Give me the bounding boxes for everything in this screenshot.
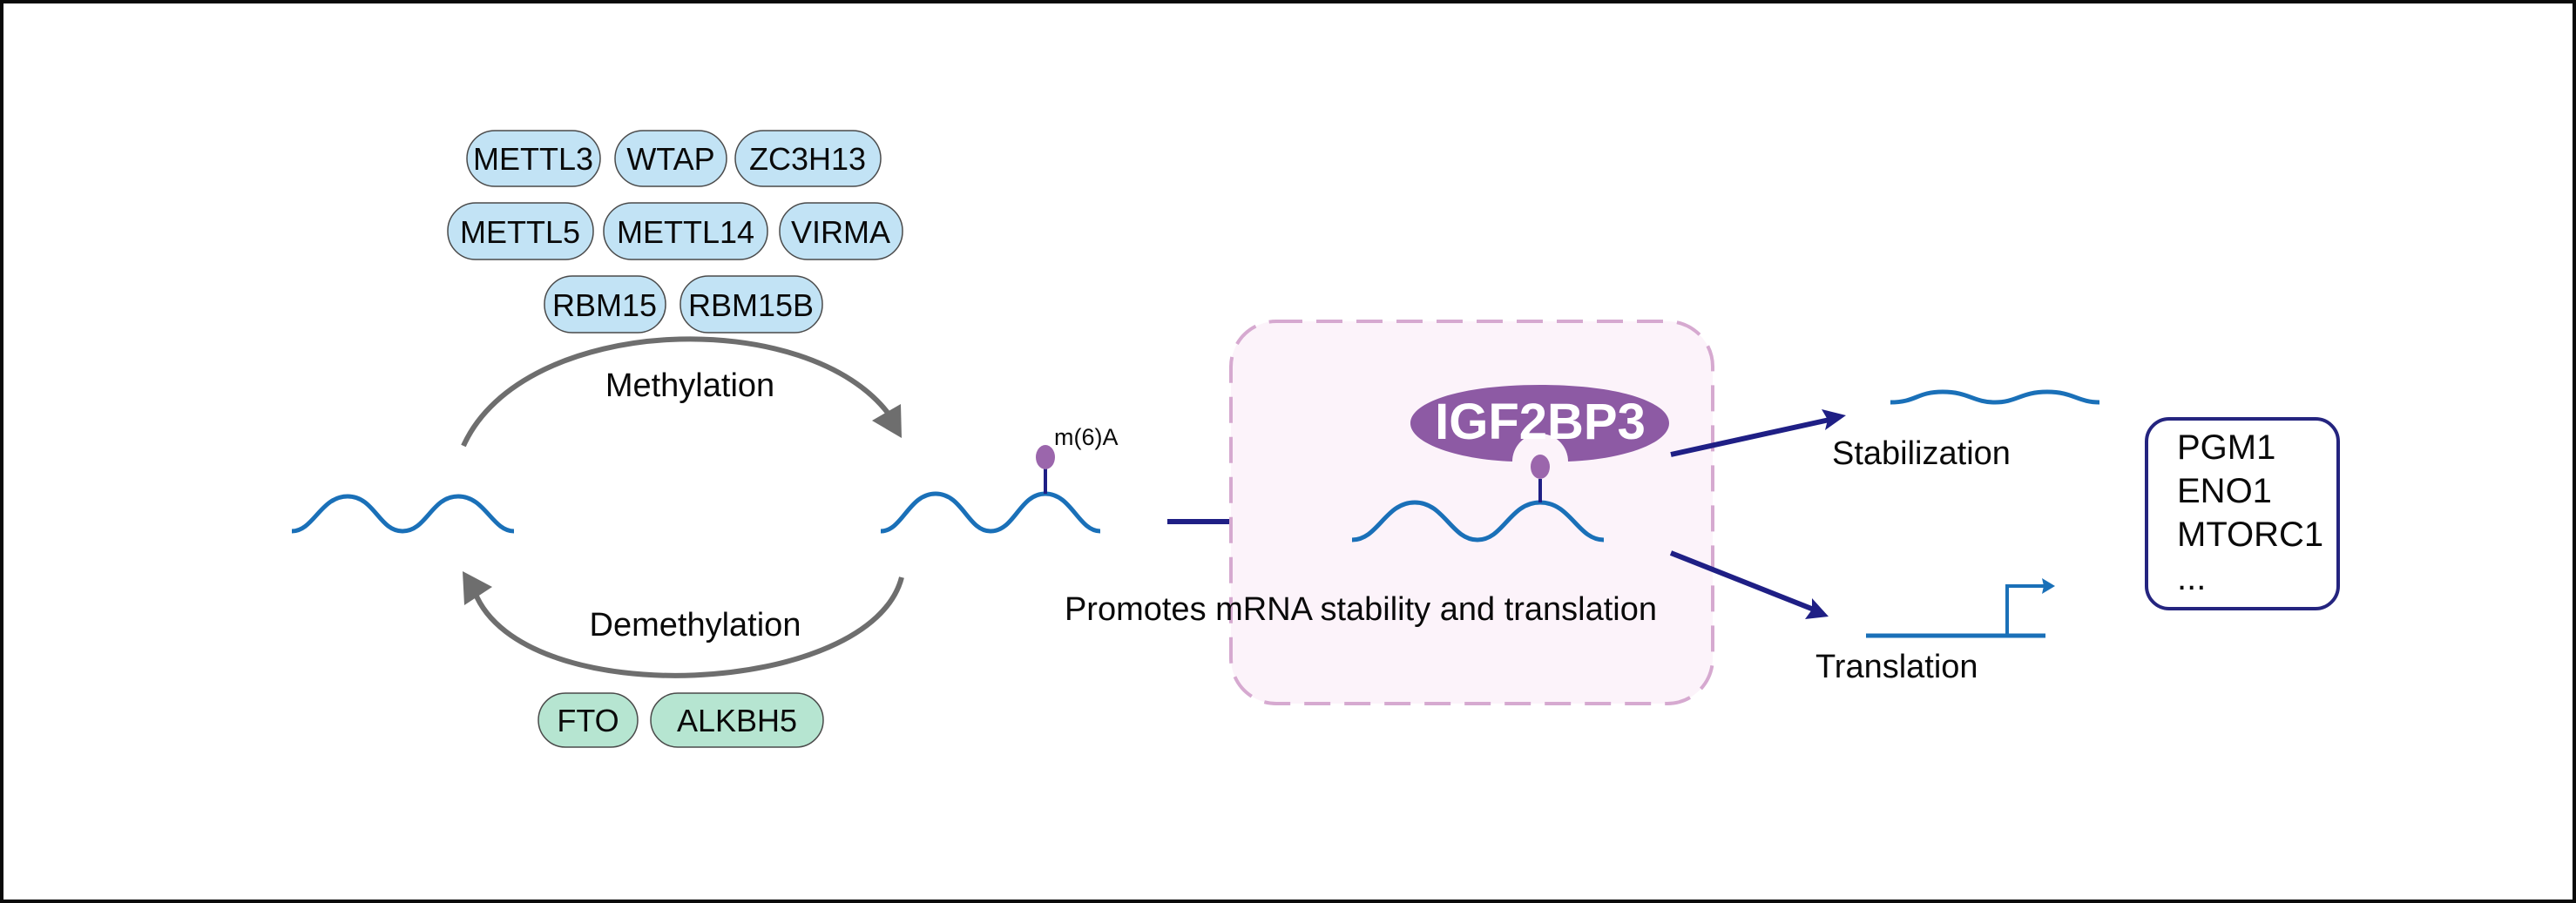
eraser-label: FTO [557, 703, 619, 738]
target-gene: ENO1 [2177, 472, 2272, 510]
target-genes-box: PGM1 ENO1 MTORC1 ... [2145, 417, 2340, 610]
reader-description: Promotes mRNA stability and translation [1065, 591, 1657, 628]
eraser-pill-fto: FTO [538, 692, 639, 748]
writer-pill-zc3h13: ZC3H13 [734, 130, 882, 187]
stable-rna-icon [1890, 389, 2100, 405]
methylated-rna: m(6)A [880, 424, 1119, 534]
writer-pill-rbm15b: RBM15B [679, 275, 823, 334]
target-gene: PGM1 [2177, 428, 2275, 467]
target-gene: MTORC1 [2177, 516, 2323, 554]
eraser-label: ALKBH5 [677, 703, 797, 738]
writer-label: VIRMA [791, 214, 890, 250]
demethylation-label: Demethylation [590, 607, 801, 644]
unmethylated-rna-icon [291, 494, 515, 534]
stabilization-label: Stabilization [1832, 435, 2011, 472]
target-gene-ellipsis: ... [2177, 559, 2206, 597]
m6a-mark-icon [1036, 445, 1055, 469]
writer-label: METTL14 [617, 214, 754, 250]
writer-label: WTAP [626, 141, 714, 177]
writer-pill-mettl5: METTL5 [447, 202, 594, 260]
writer-pill-virma: VIRMA [779, 202, 903, 260]
writer-pill-wtap: WTAP [614, 130, 727, 187]
methylated-rna-icon [880, 491, 1101, 534]
translation-label: Translation [1815, 649, 1978, 685]
methylation-arrowhead [872, 404, 902, 438]
writer-label: METTL5 [460, 214, 580, 250]
writer-label: METTL3 [473, 141, 593, 177]
demethylation-arrow [463, 571, 904, 678]
writer-label: RBM15 [552, 287, 657, 323]
igf2bp3-label: IGF2BP3 [1435, 394, 1646, 450]
writer-label: ZC3H13 [749, 141, 866, 177]
methylation-label: Methylation [605, 367, 774, 404]
eraser-group: FTO ALKBH5 [538, 692, 824, 748]
reader-box: IGF2BP3 Promotes mRNA stability and tran… [1065, 320, 1714, 705]
writer-pill-mettl14: METTL14 [603, 202, 768, 260]
writer-label: RBM15B [688, 287, 814, 323]
translation-arrow [1669, 550, 1829, 619]
writer-pill-rbm15: RBM15 [544, 275, 666, 334]
igf2bp3-protein-icon [1410, 385, 1669, 462]
bound-m6a-mark-icon [1531, 455, 1550, 479]
writer-complex: METTL3 WTAP ZC3H13 METTL5 METTL14 VIRMA … [447, 130, 903, 334]
bound-rna-icon [1351, 500, 1605, 542]
translation-start-icon [1866, 578, 2055, 638]
methylation-arrow [461, 336, 902, 448]
m6a-label: m(6)A [1054, 424, 1119, 450]
demethylation-arrowhead [463, 571, 492, 605]
stabilization-arrow [1670, 409, 1846, 457]
writer-pill-mettl3: METTL3 [466, 130, 601, 187]
eraser-pill-alkbh5: ALKBH5 [650, 692, 824, 748]
